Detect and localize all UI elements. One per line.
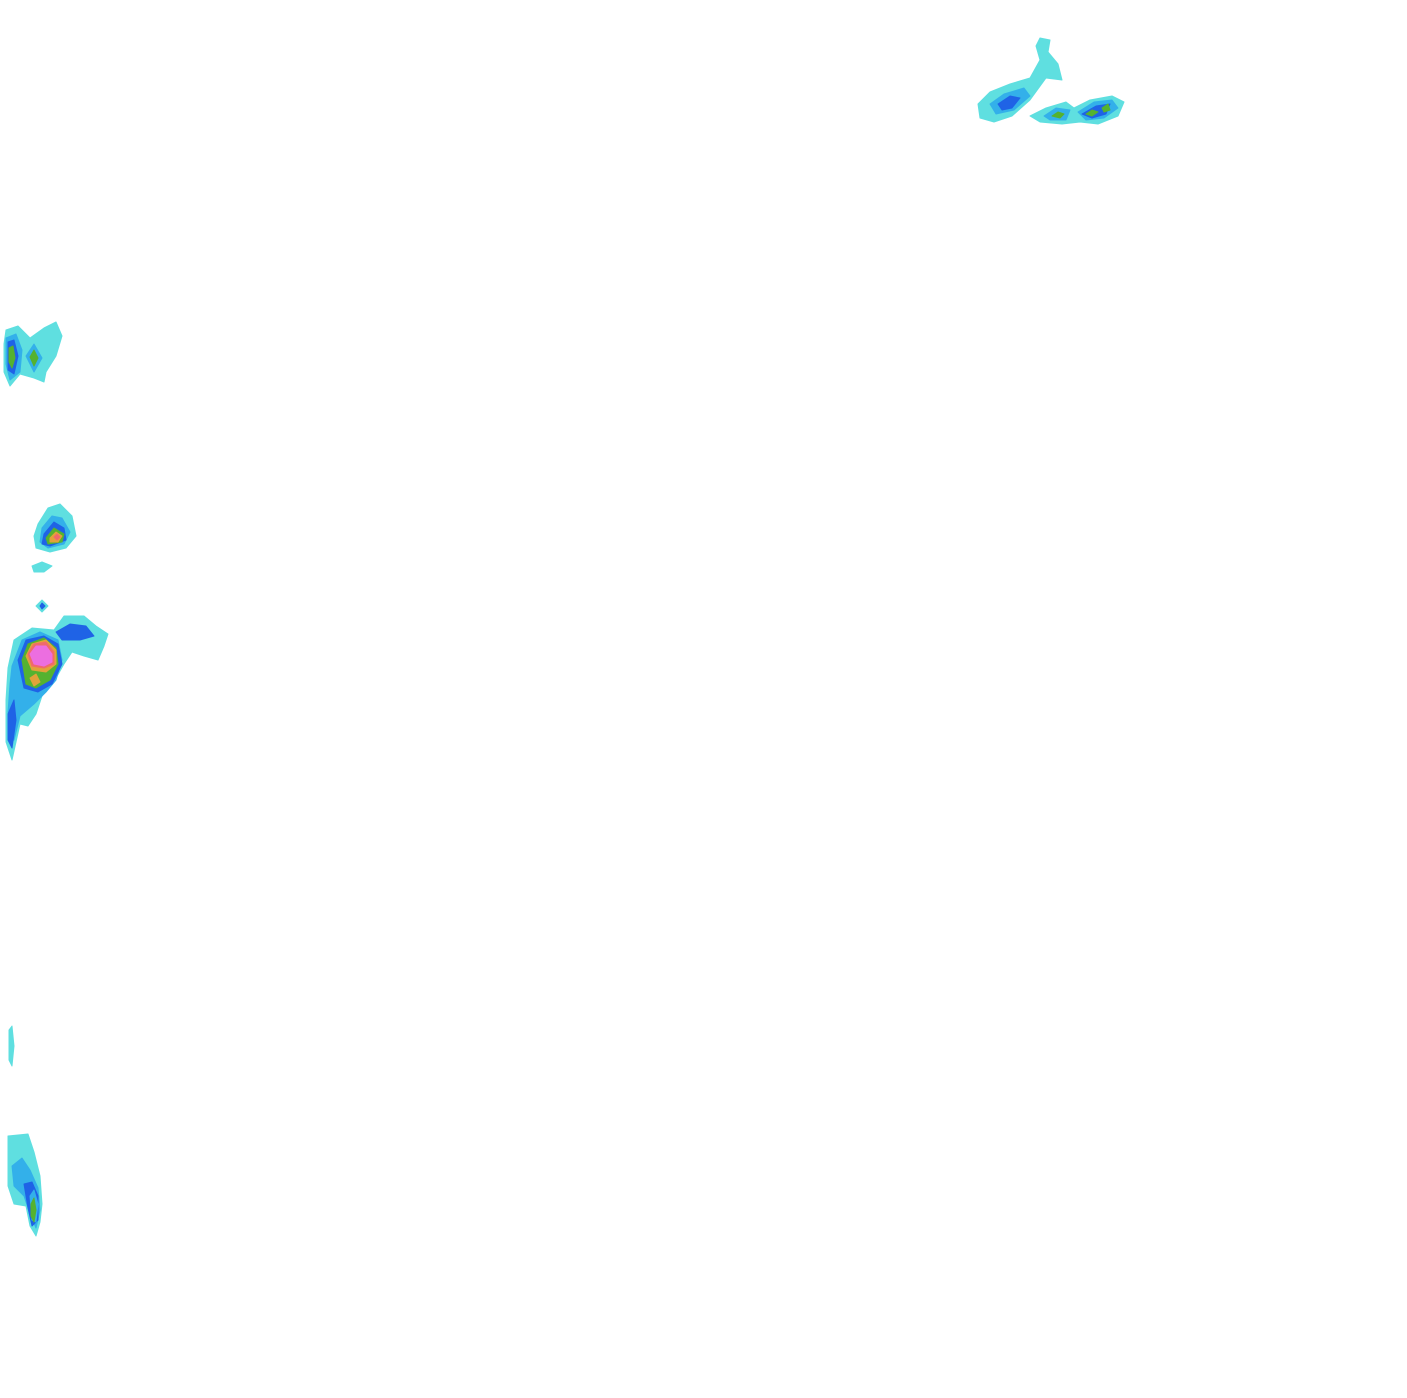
echo-cell-left-sliver [8, 1025, 15, 1067]
echo-level-3 [55, 623, 95, 641]
echo-level-1 [31, 561, 53, 573]
echo-cell-top-right [977, 37, 1125, 125]
echo-level-7 [29, 645, 53, 667]
echo-level-4 [30, 1197, 37, 1223]
echo-level-3 [39, 602, 46, 610]
echo-level-3 [7, 699, 17, 749]
echo-cell-left-upper [3, 321, 63, 387]
echo-cell-left-middle [31, 503, 77, 613]
echo-level-4 [1051, 111, 1065, 119]
echo-level-4 [1101, 103, 1111, 113]
echo-level-4 [1085, 109, 1099, 117]
echo-cell-left-main [5, 615, 109, 761]
echo-level-6 [53, 533, 61, 541]
echo-level-4 [29, 349, 39, 367]
echo-cell-left-lower [7, 1133, 43, 1237]
echo-level-4 [8, 345, 16, 369]
echo-level-5 [29, 673, 41, 687]
echo-level-3 [997, 95, 1021, 111]
echo-level-1 [8, 1025, 15, 1067]
